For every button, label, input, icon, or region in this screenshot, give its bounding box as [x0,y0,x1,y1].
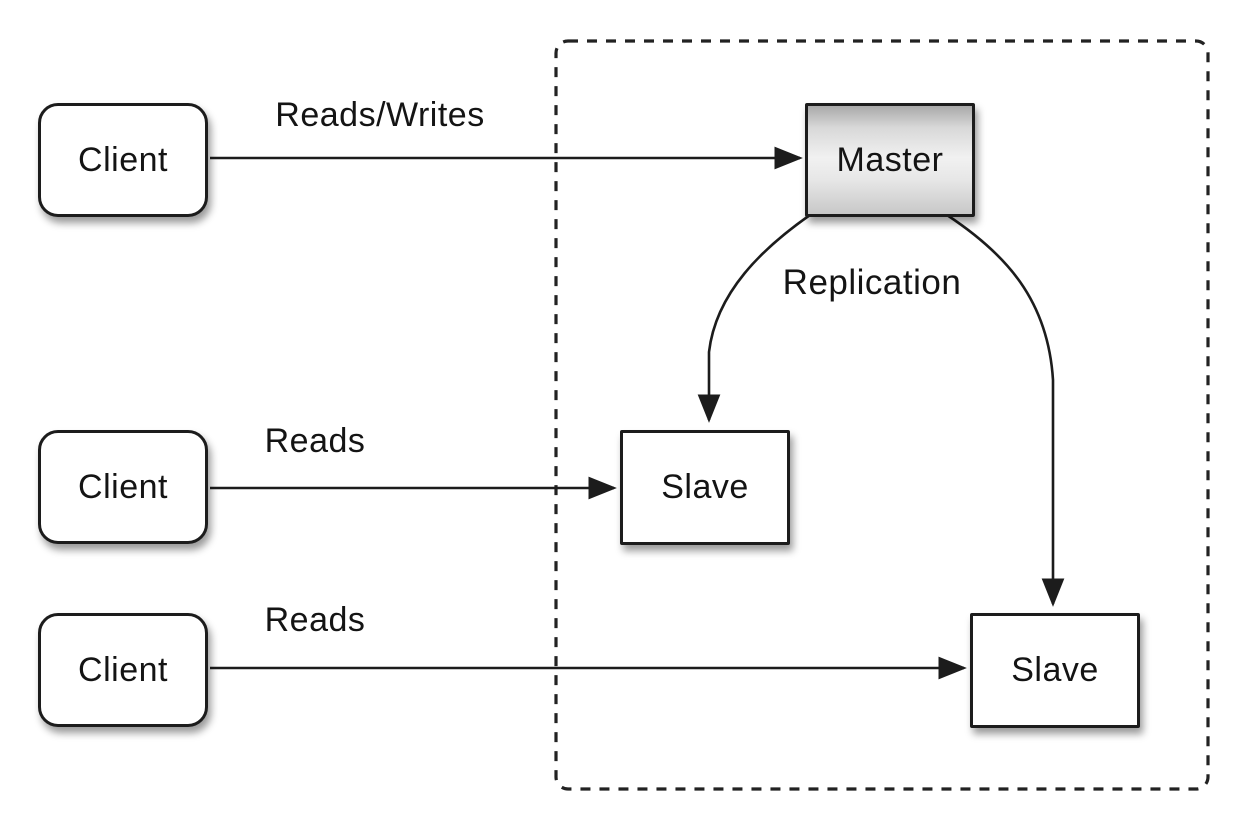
node-client-1-label: Client [78,140,168,179]
node-client-3: Client [38,613,208,727]
node-client-3-label: Client [78,650,168,689]
edge-label-replication: Replication [782,263,962,302]
edge-label-reads-bot: Reads [264,601,366,639]
node-master-label: Master [836,140,944,179]
edge-label-reads-mid: Reads [264,422,366,460]
cluster-boundary-dashed-box [554,39,1210,791]
node-slave-1: Slave [620,430,790,545]
node-client-2: Client [38,430,208,544]
node-client-1: Client [38,103,208,217]
edge-replication-left-arrow [697,213,811,423]
node-slave-2: Slave [970,613,1140,728]
node-slave-2-label: Slave [1011,651,1099,689]
node-client-2-label: Client [78,467,168,506]
edge-replication-right-arrow [946,213,1065,607]
node-master: Master [805,103,975,217]
node-slave-1-label: Slave [661,468,749,506]
edge-label-reads-writes: Reads/Writes [275,96,485,134]
